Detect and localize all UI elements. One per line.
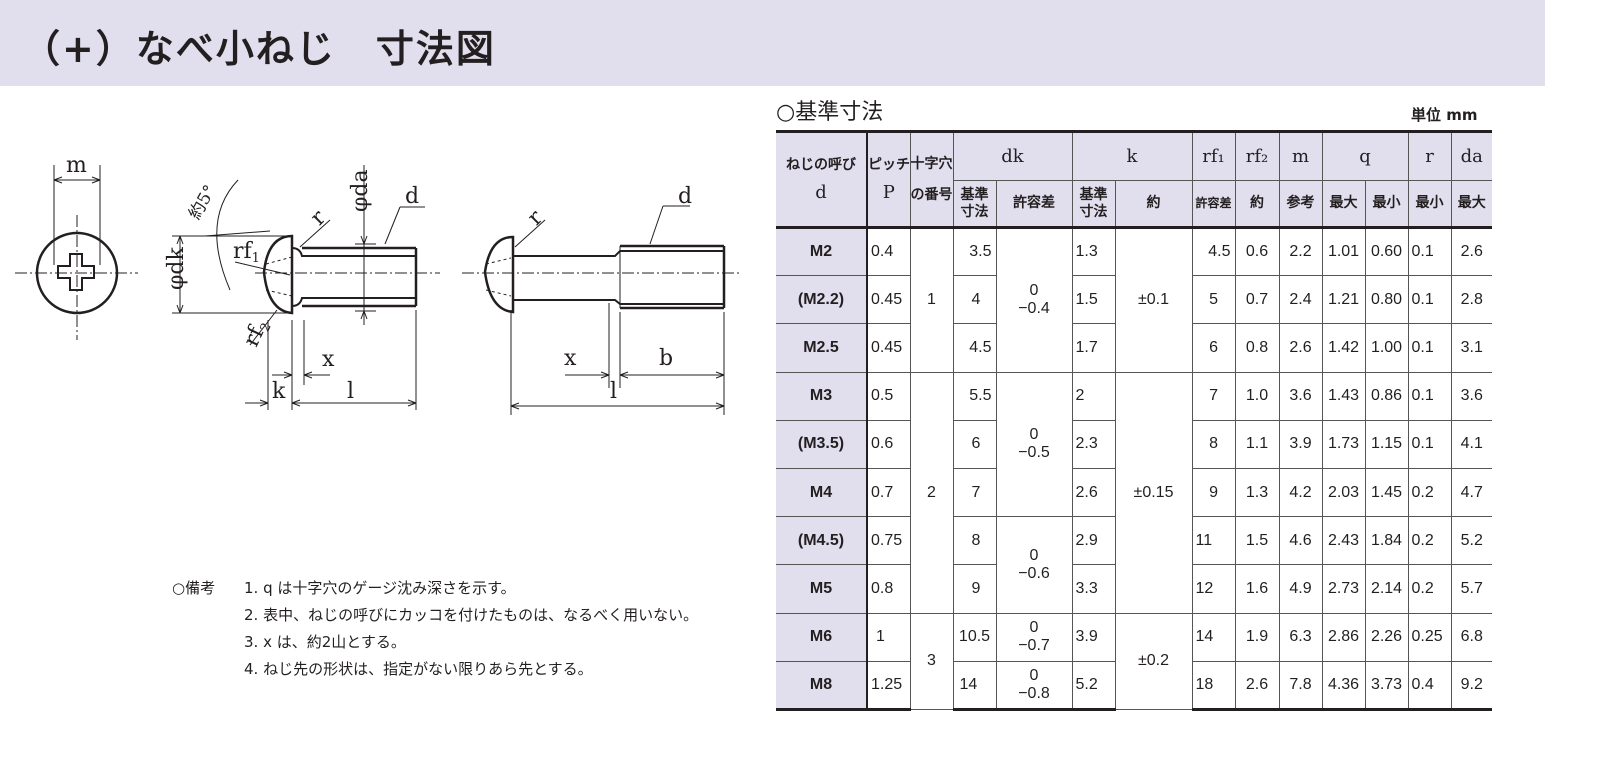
header-rf1-tol: 許容差 (1191, 180, 1236, 228)
dk-tolerance-group: 0−0.4 (995, 226, 1073, 373)
header-m-ref: 参考 (1278, 180, 1323, 228)
header-dk: dk (952, 130, 1073, 181)
section-title: ○基準寸法 (776, 100, 884, 125)
label-x2: x (564, 346, 577, 371)
table-row: (M4.5) 0.75 8 0−0.6 2.9 11 1.5 4.6 2.43 … (776, 516, 1493, 614)
label-rf1: rf1 (233, 239, 260, 266)
dk-tolerance-group: 0−0.6 (995, 516, 1073, 614)
table-row: M2 0.4 1 3.5 0−0.4 1.3 ±0.1 4.5 0.6 2.2 … (776, 225, 1493, 373)
header-q-min: 最小 (1364, 180, 1409, 228)
screw-drawing-svg: m 約5° r φda d rf1 φdk rf2 x k l r d x b … (15, 153, 740, 415)
table-row: (M2.2) 0.45 4 1.5 5 0.7 2.4 1.21 0.80 0.… (776, 275, 1493, 325)
header-m: m (1278, 130, 1323, 181)
remark-item: 2. 表中、ねじの呼びにカッコを付けたものは、なるべく用いない。 (244, 606, 699, 624)
header-recess-no: 十字穴 の番号 (909, 130, 954, 228)
title-banner: （+）なべ小ねじ 寸法図 (0, 0, 1545, 86)
dk-tolerance-group: 0−0.7 (995, 612, 1073, 662)
side-view-threaded (172, 165, 440, 410)
k-approx-group: ±0.1 (1114, 226, 1193, 373)
header-rf2-approx: 約 (1234, 180, 1280, 228)
recess-group: 2 (909, 371, 954, 614)
header-dk-basic: 基準寸法 (952, 180, 997, 228)
k-approx-group: ±0.15 (1114, 371, 1193, 614)
header-da: da (1450, 130, 1493, 181)
header-dk-tol: 許容差 (995, 180, 1073, 228)
remark-item: 4. ねじ先の形状は、指定がない限りあら先とする。 (244, 660, 593, 678)
k-approx-group: ±0.2 (1114, 612, 1193, 710)
header-nominal: ねじの呼び d (776, 130, 868, 228)
header-k-basic: 基準寸法 (1071, 180, 1116, 228)
label-r2: r (523, 205, 548, 230)
recess-group: 1 (909, 226, 954, 373)
label-angle: 約5° (185, 182, 220, 223)
label-b: b (659, 346, 673, 371)
label-phi-da: φda (348, 169, 373, 212)
header-rf2: rf₂ (1234, 130, 1280, 181)
header-r: r (1407, 130, 1452, 181)
label-l: l (347, 379, 354, 404)
table-row: M2.5 0.45 4.5 1.7 6 0.8 2.6 1.42 1.00 0.… (776, 323, 1493, 373)
dk-tolerance-group: 0−0.5 (995, 371, 1073, 518)
remarks-heading: ○備考 (172, 579, 216, 597)
dk-tolerance-group: 0−0.8 (995, 660, 1073, 711)
label-d: d (405, 184, 419, 209)
remark-item: 3. x は、約2山とする。 (244, 633, 406, 651)
table-row: M8 1.25 14 0−0.8 5.2 18 2.6 7.8 4.36 3.7… (776, 660, 1493, 711)
header-r-min: 最小 (1407, 180, 1452, 228)
label-r: r (306, 205, 331, 230)
label-m: m (66, 153, 87, 178)
header-k-approx: 約 (1114, 180, 1193, 228)
recess-group: 3 (909, 612, 954, 710)
unit-label: 単位 mm (1411, 106, 1478, 124)
table-row: M4 0.7 7 2.6 9 1.3 4.2 2.03 1.45 0.2 4.7 (776, 467, 1493, 518)
header-q: q (1321, 130, 1409, 181)
label-phi-dk: φdk (164, 247, 189, 290)
table-row: M6 1 3 10.5 0−0.7 3.9 ±0.2 14 1.9 6.3 2.… (776, 612, 1493, 710)
head-top-view (15, 165, 138, 340)
remarks-list: 1. q は十字穴のゲージ沈み深さを示す。 2. 表中、ねじの呼びにカッコを付け… (244, 575, 804, 683)
side-view-shank (462, 205, 740, 415)
dimension-table: ねじの呼び d ピッチ P 十字穴 の番号 dk k rf₁ rf₂ m q r… (776, 130, 1493, 711)
header-k: k (1071, 130, 1193, 181)
header-da-max: 最大 (1450, 180, 1493, 228)
table-row: (M3.5) 0.6 6 2.3 8 1.1 3.9 1.73 1.15 0.1… (776, 419, 1493, 469)
label-x: x (322, 347, 335, 372)
label-rf2: rf2 (239, 316, 275, 352)
header-rf1: rf₁ (1191, 130, 1236, 181)
dimension-drawing: m 約5° r φda d rf1 φdk rf2 x k l r d x b … (0, 120, 760, 430)
page-title: （+）なべ小ねじ 寸法図 (22, 27, 496, 71)
header-pitch: ピッチ P (866, 130, 911, 228)
label-l2: l (610, 379, 617, 404)
remark-item: 1. q は十字穴のゲージ沈み深さを示す。 (244, 579, 516, 597)
header-q-max: 最大 (1321, 180, 1366, 228)
label-k: k (272, 379, 286, 404)
label-d2: d (678, 184, 692, 209)
table-row: M3 0.5 2 5.5 0−0.5 2 ±0.15 7 1.0 3.6 1.4… (776, 371, 1493, 614)
